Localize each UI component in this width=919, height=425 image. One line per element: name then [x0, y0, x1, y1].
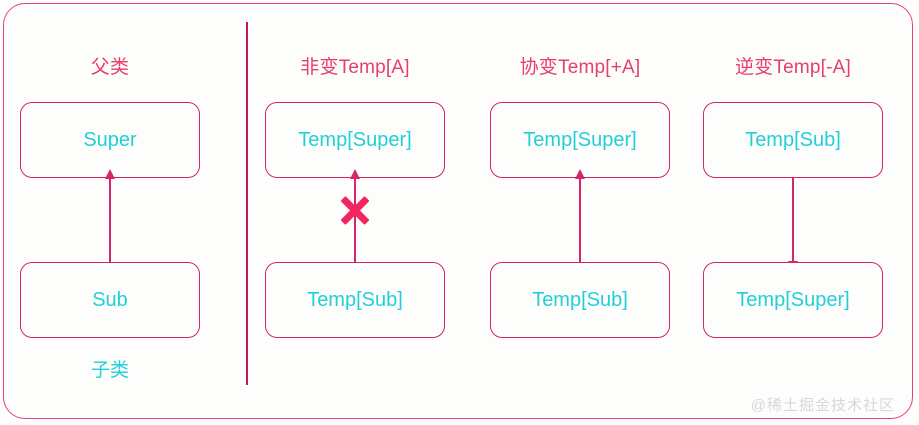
box-temp-super-contravariant: Temp[Super] — [703, 262, 883, 338]
column-covariant: 协变Temp[+A] Temp[Super] Temp[Sub] — [490, 0, 670, 425]
arrow-head-up-icon — [350, 169, 360, 179]
arrow-invariant — [350, 169, 360, 262]
diagram-frame — [3, 3, 913, 419]
column-inheritance: 父类 Super Sub 子类 — [20, 0, 200, 425]
column-contravariant: 逆变Temp[-A] Temp[Sub] Temp[Super] — [703, 0, 883, 425]
column-header-covariant: 协变Temp[+A] — [519, 57, 641, 78]
arrow-covariant — [575, 169, 585, 262]
watermark: @稀土掘金技术社区 — [750, 397, 895, 414]
column-header-parent-class: 父类 — [90, 57, 130, 78]
box-temp-super-covariant: Temp[Super] — [490, 102, 670, 178]
arrow-head-up-icon — [105, 169, 115, 179]
box-super: Super — [20, 102, 200, 178]
box-temp-sub-covariant: Temp[Sub] — [490, 262, 670, 338]
column-header-invariant: 非变Temp[A] — [300, 57, 410, 78]
x-mark-icon — [337, 192, 373, 228]
arrow-head-up-icon — [575, 169, 585, 179]
box-sub: Sub — [20, 262, 200, 338]
box-temp-sub-contravariant: Temp[Sub] — [703, 102, 883, 178]
arrow-contravariant — [788, 178, 798, 271]
column-header-contravariant: 逆变Temp[-A] — [734, 57, 852, 78]
box-temp-super-invariant: Temp[Super] — [265, 102, 445, 178]
section-divider — [246, 22, 248, 385]
box-temp-sub-invariant: Temp[Sub] — [265, 262, 445, 338]
arrow-sub-to-super — [105, 169, 115, 262]
column-invariant: 非变Temp[A] Temp[Super] Temp[Sub] — [265, 0, 445, 425]
column-footer-child-class: 子类 — [90, 360, 129, 381]
